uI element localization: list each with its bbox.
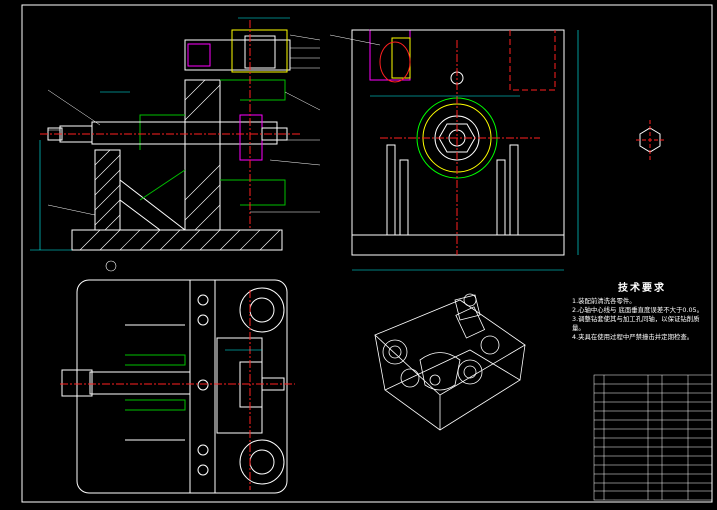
- isometric-view: [374, 293, 526, 431]
- front-section-view: [30, 17, 321, 272]
- tech-note-4: 4.夹具在使用过程中严禁撞击并定期检查。: [572, 333, 694, 341]
- bill-of-materials: [593, 374, 713, 501]
- hex-nut-detail: [636, 120, 664, 160]
- side-view: [329, 29, 579, 271]
- tech-note-2: 2.心轴中心线与 底面垂直度误差不大于0.05。: [572, 306, 703, 314]
- tech-note-3: 3.调整钻套使其与加工孔同轴，以保证钻削质量。: [572, 315, 700, 332]
- drawing-border: [21, 4, 713, 503]
- plan-view: [60, 279, 295, 494]
- tech-requirements-title: 技术要求: [618, 283, 666, 294]
- tech-note-1: 1.装配前清洗各零件。: [572, 297, 636, 305]
- technical-requirements: 技术要求 1.装配前清洗各零件。 2.心轴中心线与 底面垂直度误差不大于0.05…: [572, 279, 712, 342]
